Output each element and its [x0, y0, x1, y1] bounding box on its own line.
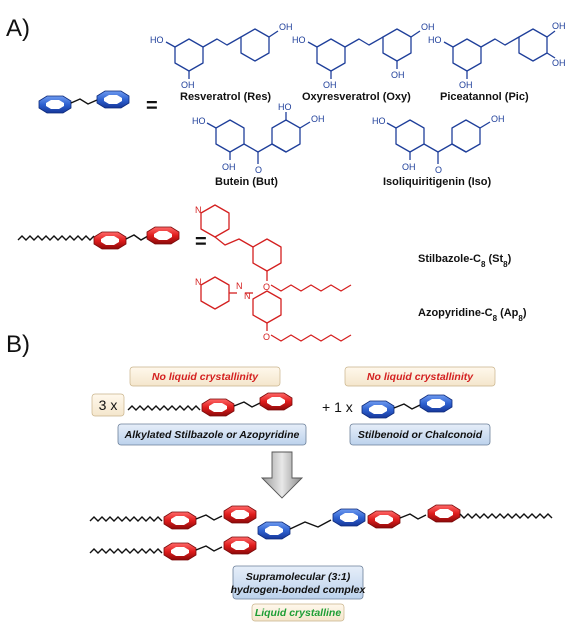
stilbazole-n: N — [195, 205, 202, 215]
stilbazole-c8-structure: N O — [195, 204, 352, 292]
box-left-text: Alkylated Stilbazole or Azopyridine — [124, 429, 300, 441]
pic-ho-left: HO — [428, 35, 442, 45]
oxy-oh-top: OH — [421, 22, 435, 32]
iso-oh-bottom: OH — [402, 162, 416, 172]
label-resveratrol: Resveratrol (Res) — [180, 91, 271, 103]
oxy-ho-left: HO — [292, 35, 306, 45]
panel-b-label: B) — [6, 331, 30, 358]
res-oh-top: OH — [279, 22, 293, 32]
isoliquiritigenin-structure: HO OH O OH — [372, 114, 505, 175]
stilbazole-cartoon — [17, 226, 180, 250]
butein-structure: HO OH O HO OH — [192, 102, 325, 175]
down-arrow — [260, 451, 304, 499]
box-left — [117, 423, 307, 446]
no-lc-tag-right — [344, 366, 496, 387]
no-lc-tag-left — [129, 366, 281, 387]
pic-oh-bottom: OH — [459, 80, 473, 90]
azopyridine-n-ring: N — [195, 277, 202, 287]
stilbazole-o: O — [263, 282, 270, 292]
piceatannol-structure: OH OH HO OH — [428, 21, 566, 90]
stilbenoid-cartoon — [38, 90, 130, 114]
label-stilbazole: Stilbazole-C8 (St8) — [418, 253, 512, 269]
box-right-text: Stilbenoid or Chalconoid — [358, 429, 483, 441]
panel-b-stilbazole-cartoon — [127, 392, 293, 417]
panel-b-stilbenoid-cartoon — [361, 394, 453, 419]
label-isoliquiritigenin: Isoliquiritigenin (Iso) — [383, 176, 492, 188]
complex-line2: hydrogen-bonded complex — [231, 584, 367, 596]
oxy-oh-bottom: OH — [323, 80, 337, 90]
but-o-carbonyl: O — [255, 165, 262, 175]
but-oh-right: OH — [311, 114, 325, 124]
azo-n2: N — [244, 291, 251, 301]
but-ho-left: HO — [192, 116, 206, 126]
supramolecular-complex — [89, 504, 553, 561]
res-ho-left: HO — [150, 35, 164, 45]
label-piceatannol: Piceatannol (Pic) — [440, 91, 529, 103]
resveratrol-structure: OH HO OH — [150, 22, 293, 90]
equals-sign-blue: = — [146, 95, 158, 117]
azopyridine-c8-structure: N N N O — [195, 276, 352, 342]
lc-tag — [251, 603, 345, 622]
label-butein: Butein (But) — [215, 176, 278, 188]
azo-n1: N — [236, 281, 243, 291]
oxyresveratrol-structure: OH OH HO OH — [292, 22, 435, 90]
complex-box — [232, 565, 364, 600]
label-azopyridine: Azopyridine-C8 (Ap8) — [418, 307, 527, 323]
no-lc-text-left: No liquid crystallinity — [152, 371, 259, 383]
equals-sign-red: = — [195, 231, 207, 253]
lc-text: Liquid crystalline — [255, 607, 342, 619]
label-oxyresveratrol: Oxyresveratrol (Oxy) — [302, 91, 411, 103]
plus-mult-right: + 1 x — [322, 399, 353, 415]
mult-box-left — [91, 393, 125, 417]
box-right — [349, 423, 491, 446]
but-ho-top: HO — [278, 102, 292, 112]
mult-left: 3 x — [99, 397, 118, 413]
res-oh-bottom: OH — [181, 80, 195, 90]
azopyridine-o: O — [263, 332, 270, 342]
complex-line1: Supramolecular (3:1) — [246, 571, 351, 583]
iso-o-carbonyl: O — [435, 165, 442, 175]
but-oh-bottom: OH — [222, 162, 236, 172]
iso-oh-right: OH — [491, 114, 505, 124]
iso-ho-left: HO — [372, 116, 386, 126]
pic-oh-right: OH — [552, 58, 566, 68]
oxy-oh-mid: OH — [391, 70, 405, 80]
no-lc-text-right: No liquid crystallinity — [367, 371, 474, 383]
pic-oh-top: OH — [552, 21, 566, 31]
panel-a-label: A) — [6, 15, 30, 42]
